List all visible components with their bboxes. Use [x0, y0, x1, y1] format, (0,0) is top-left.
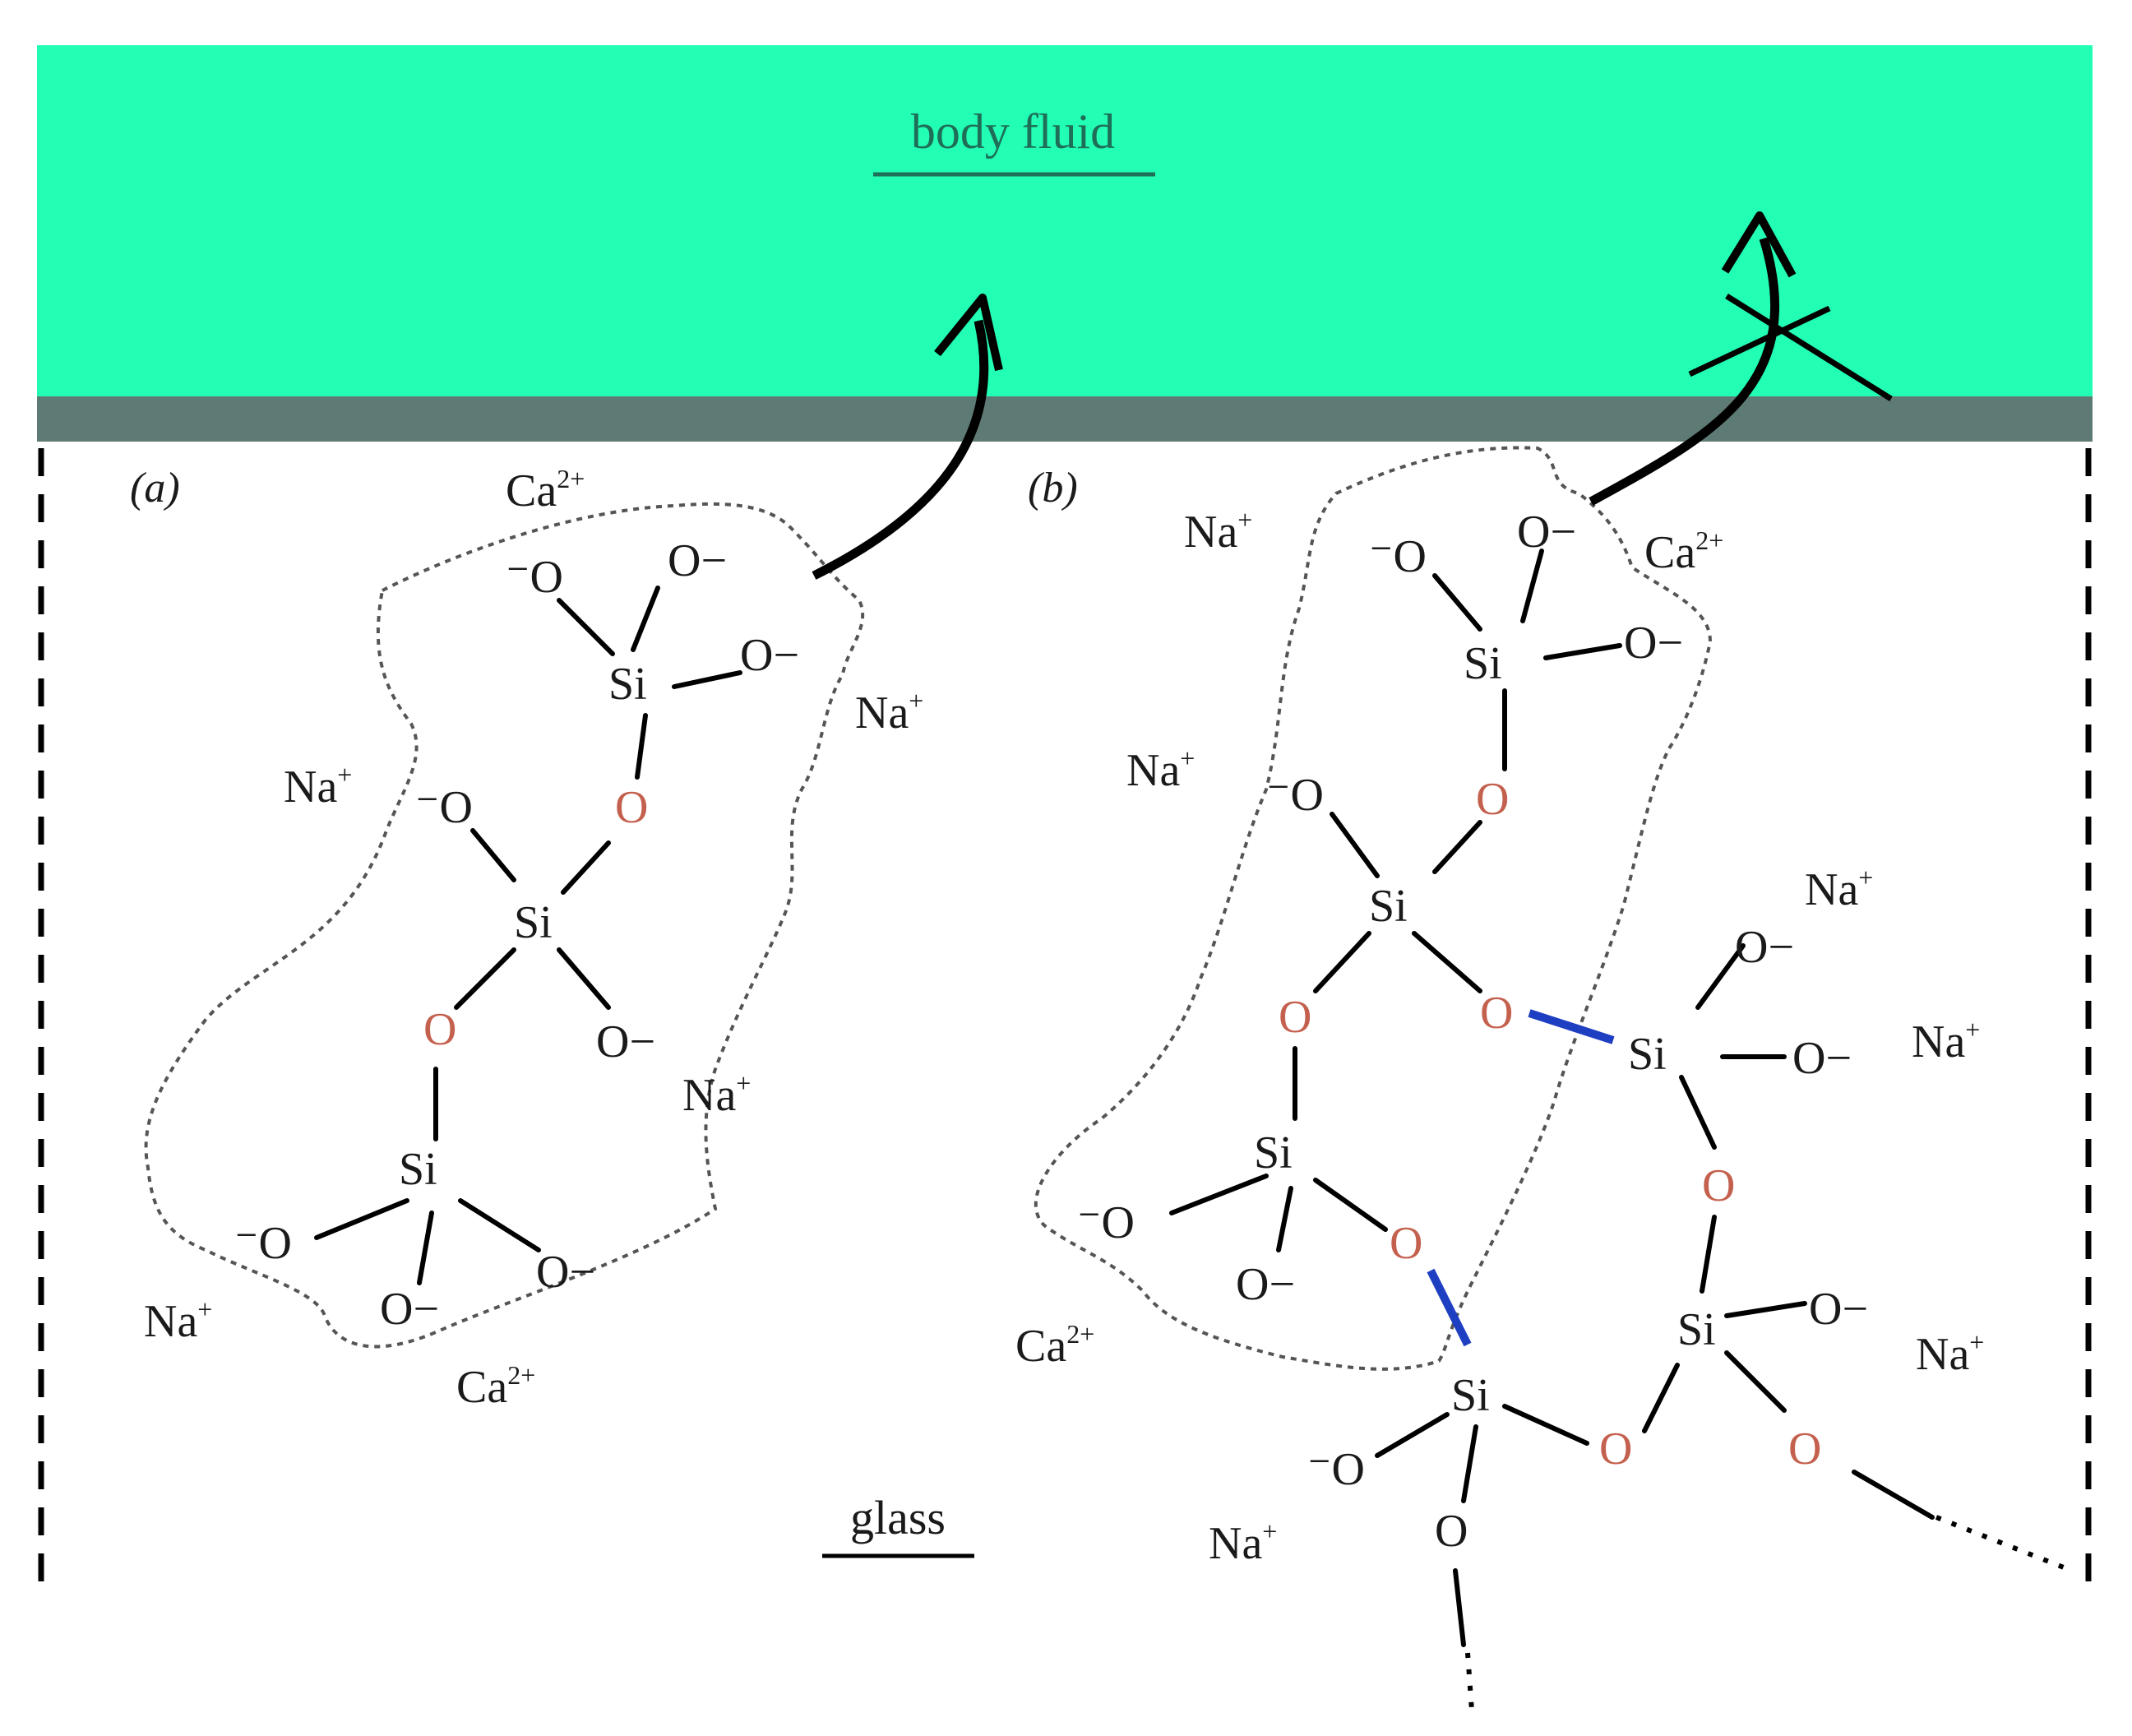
blocked-arrow-b — [1589, 237, 1780, 506]
cluster-a-outline — [144, 502, 865, 1349]
panel-b-ions: Na+ Ca2+ Na+ Na+ Na+ Na+ Ca2+ Na+ — [1015, 505, 1984, 1569]
na-ion-a4: Na+ — [144, 1294, 212, 1347]
na-ion-b5: Na+ — [1916, 1327, 1984, 1380]
o-nonbridging-b6: O− — [1236, 1259, 1295, 1310]
body-fluid-region — [37, 45, 2093, 399]
o-nonbridging-a3: ⁻O — [506, 552, 563, 603]
o-nonbridging-a4: ⁻O — [415, 782, 473, 833]
o-bridging-a2: O — [423, 1004, 456, 1055]
o-bridging-b5: O — [1702, 1160, 1735, 1211]
o-nonbridging-b8: O− — [1792, 1033, 1852, 1084]
o-bridging-b6: O — [1788, 1424, 1821, 1474]
ca-ion-b2: Ca2+ — [1015, 1319, 1094, 1372]
panel-a-label: (a) — [130, 465, 180, 512]
release-arrow-a — [812, 319, 989, 580]
si-atom-a3: Si — [399, 1144, 437, 1195]
dotted-extension-right — [1935, 1515, 2074, 1573]
panel-b-atoms: Si O− ⁻O O− O Si ⁻O O O Si ⁻O O O− Si O−… — [1077, 507, 1868, 1557]
new-bond-blue-1 — [1528, 1009, 1615, 1044]
ca-ion-a1: Ca2+ — [506, 464, 585, 516]
na-ion-b6: Na+ — [1209, 1516, 1277, 1569]
blocked-arrow-b-head — [1721, 211, 1797, 278]
si-atom-b4: Si — [1628, 1029, 1667, 1080]
o-nonbridging-a2: O− — [740, 630, 799, 681]
na-ion-a2: Na+ — [284, 760, 352, 812]
dotted-extension-bottom — [1465, 1652, 1474, 1711]
na-ion-b4: Na+ — [1912, 1015, 1980, 1067]
si-atom-a1: Si — [608, 659, 647, 710]
glass-label: glass — [850, 1491, 946, 1544]
si-atom-a2: Si — [514, 897, 553, 948]
o-bridging-b7: O — [1599, 1424, 1632, 1474]
ca-ion-b1: Ca2+ — [1644, 525, 1723, 578]
panel-a-bonds — [314, 586, 742, 1285]
na-ion-a1: Na+ — [855, 686, 923, 738]
o-bridging-b8: O — [1435, 1506, 1468, 1557]
ca-ion-a2: Ca2+ — [456, 1360, 535, 1413]
o-nonbridging-b3: O− — [1624, 618, 1683, 669]
o-nonbridging-b2: ⁻O — [1369, 531, 1427, 582]
si-atom-b6: Si — [1451, 1370, 1490, 1421]
blocked-arrow-cross-1 — [1688, 305, 1831, 377]
o-nonbridging-b9: O− — [1809, 1284, 1868, 1335]
na-ion-b3: Na+ — [1805, 863, 1873, 915]
cluster-b-outline — [1034, 446, 1713, 1371]
body-fluid-label: body fluid — [911, 104, 1115, 159]
o-nonbridging-a1: O− — [668, 535, 727, 586]
na-ion-b2: Na+ — [1126, 743, 1195, 796]
interface-layer — [37, 396, 2093, 442]
si-atom-b2: Si — [1369, 881, 1408, 932]
o-nonbridging-a5: O− — [596, 1016, 655, 1067]
panel-a-atoms: Si O− O− ⁻O O Si ⁻O O− O Si ⁻O O− O− — [234, 535, 799, 1335]
panel-b-bonds — [1169, 549, 1935, 1647]
si-atom-b3: Si — [1254, 1127, 1293, 1178]
na-ion-a3: Na+ — [682, 1068, 751, 1121]
panel-b-label: (b) — [1028, 465, 1078, 512]
na-ion-b1: Na+ — [1184, 505, 1252, 558]
si-atom-b5: Si — [1677, 1304, 1716, 1355]
o-bridging-b2: O — [1480, 988, 1513, 1039]
si-atom-b1: Si — [1464, 638, 1502, 689]
o-bridging-b4: O — [1390, 1218, 1422, 1269]
o-bridging-b3: O — [1279, 992, 1311, 1043]
o-nonbridging-b4: ⁻O — [1266, 770, 1324, 821]
o-bridging-b1: O — [1476, 774, 1509, 825]
o-nonbridging-a6: ⁻O — [234, 1218, 292, 1269]
o-nonbridging-b10: ⁻O — [1307, 1444, 1365, 1495]
blocked-arrow-cross-2 — [1725, 294, 1893, 401]
o-nonbridging-b1: O− — [1517, 507, 1576, 558]
o-nonbridging-a7: O− — [536, 1247, 595, 1298]
o-nonbridging-a8: O− — [380, 1284, 439, 1335]
panel-a-ions: Ca2+ Na+ Na+ Na+ Na+ Ca2+ — [144, 464, 923, 1413]
new-bond-blue-2 — [1427, 1268, 1472, 1347]
o-nonbridging-b5: ⁻O — [1077, 1197, 1135, 1248]
release-arrow-a-head — [934, 294, 1003, 372]
o-bridging-a1: O — [615, 782, 648, 833]
o-nonbridging-b7: O− — [1735, 922, 1794, 973]
